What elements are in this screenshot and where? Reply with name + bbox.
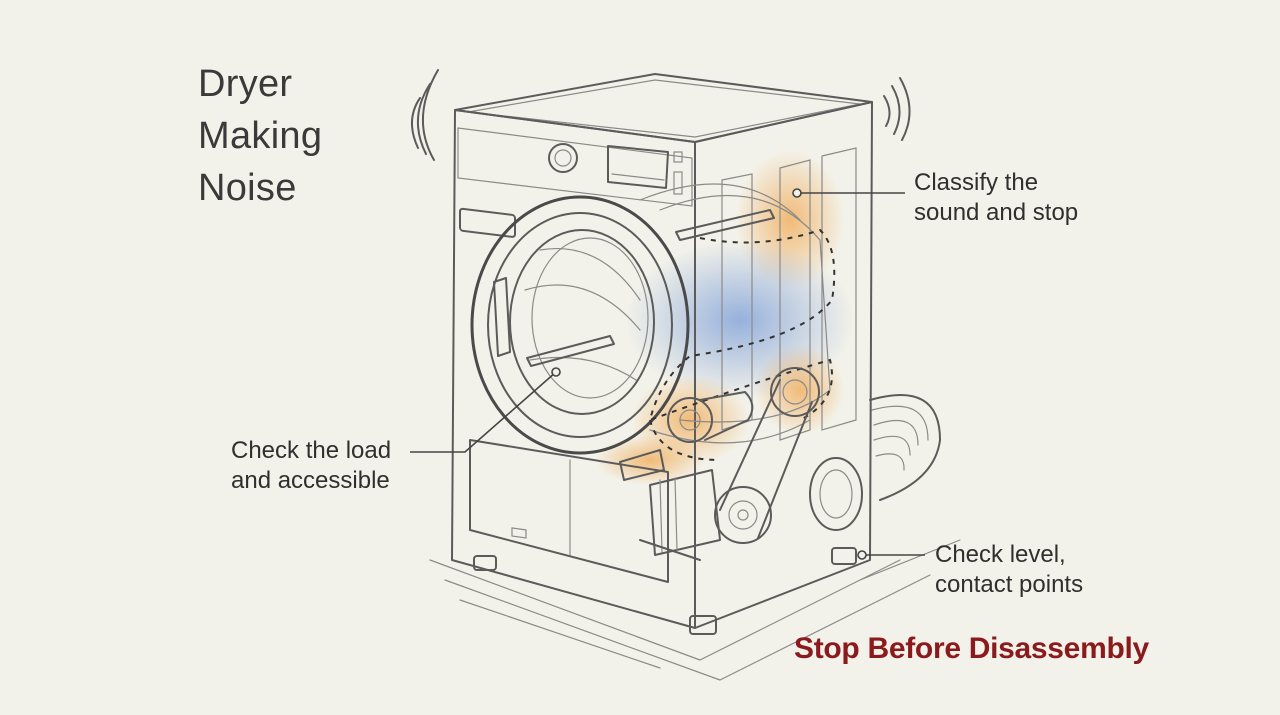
- floor-lines: [429, 539, 961, 681]
- warning-label: Stop Before Disassembly: [794, 632, 1149, 665]
- sound-waves-icon: [411, 69, 911, 161]
- title-line-1: Dryer: [198, 63, 293, 105]
- callout-load-line-1: Check the load: [231, 437, 392, 464]
- callout-level-line-2: contact points: [935, 571, 1084, 598]
- diagram-title: Dryer Making Noise: [198, 58, 398, 214]
- callout-load-line-2: and accessible: [231, 467, 390, 494]
- callout-leaders: [410, 188, 925, 560]
- dryer-door: [470, 195, 775, 455]
- callout-classify-line-2: sound and stop: [914, 199, 1079, 226]
- exhaust-duct: [809, 394, 941, 531]
- title-line-3: Noise: [198, 167, 297, 209]
- callout-check-load: Check the load and accessible: [231, 436, 391, 496]
- drum-outline: [639, 183, 831, 444]
- title-line-2: Making: [198, 115, 323, 157]
- drive-path: [648, 228, 836, 461]
- dryer-cabinet: [451, 73, 873, 635]
- callout-classify-line-1: Classify the: [914, 169, 1039, 196]
- callout-classify-sound: Classify the sound and stop: [914, 168, 1078, 228]
- drive-assembly: [619, 367, 820, 561]
- callout-check-level: Check level, contact points: [935, 540, 1083, 600]
- callout-level-line-1: Check level,: [935, 541, 1066, 568]
